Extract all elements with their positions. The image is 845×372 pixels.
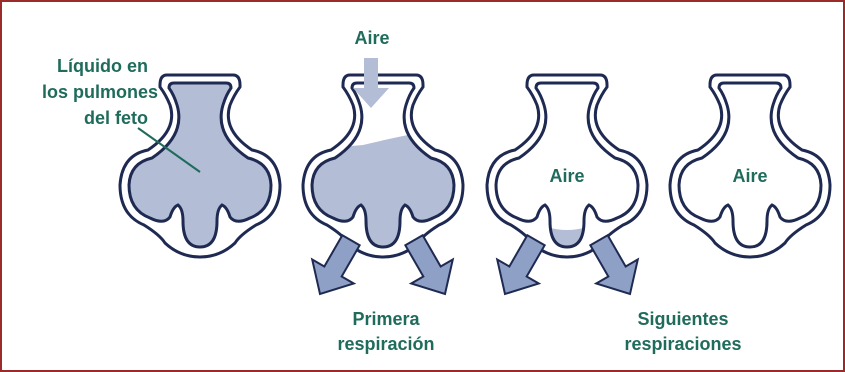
first-breath-label-line2: respiración	[337, 334, 434, 354]
air-stage4-label: Aire	[732, 166, 767, 186]
air-top-label: Aire	[354, 28, 389, 48]
next-breaths-label-line1: Siguientes	[637, 309, 728, 329]
air-stage3-label: Aire	[549, 166, 584, 186]
lung-stage-1	[120, 75, 280, 257]
first-breath-label-line1: Primera	[352, 309, 420, 329]
fetal-fluid-label-line3: del feto	[84, 108, 148, 128]
next-breaths-label-line2: respiraciones	[624, 334, 741, 354]
fetal-fluid-label-line1: Líquido en	[57, 56, 148, 76]
lung-stage-2	[293, 75, 473, 275]
fetal-fluid-label-line2: los pulmones	[42, 82, 158, 102]
